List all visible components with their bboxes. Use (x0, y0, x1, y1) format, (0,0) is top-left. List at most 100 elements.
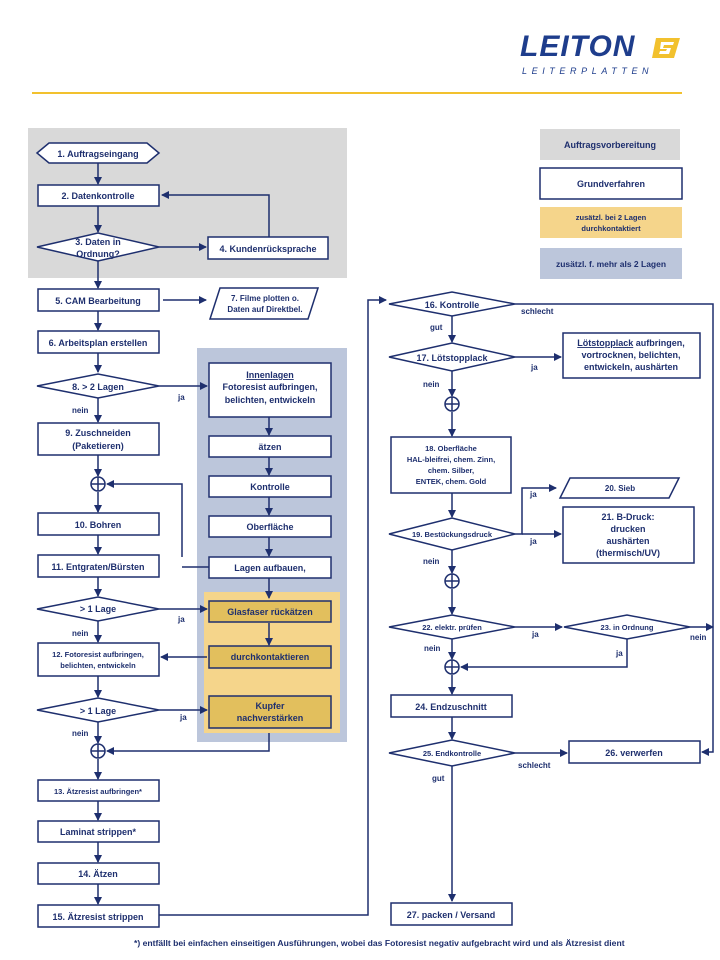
step-5-label: 5. CAM Bearbeitung (55, 296, 141, 306)
through-plating-box (208, 645, 332, 669)
step-laminate-label: Laminat strippen* (60, 827, 137, 837)
solder-mask-title: Lötstopplack (577, 338, 634, 348)
solder-mask-line2: vortrocknen, belichten, (581, 350, 680, 360)
decision-layer-a-label: > 1 Lage (80, 604, 116, 614)
step-20-label: 20. Sieb (605, 484, 635, 493)
label-ja-8: ja (177, 393, 185, 402)
label-ja-22: ja (531, 630, 539, 639)
copper-plating-line2: nachverstärken (237, 713, 304, 723)
merge-node-right-2 (444, 573, 460, 589)
label-nein-19: nein (423, 557, 440, 566)
legend-order-prep-label: Auftragsvorbereitung (564, 140, 656, 150)
step-16-label: 16. Kontrolle (425, 300, 480, 310)
label-nein-17: nein (423, 380, 440, 389)
step-12-label-line2: belichten, entwickeln (60, 661, 136, 670)
step-13-label: 13. Ätzresist aufbringen* (54, 787, 142, 796)
merge-node-right-1 (444, 396, 460, 412)
label-ja-layer-a: ja (177, 615, 185, 624)
label-ja-23: ja (615, 649, 623, 658)
label-schlecht-25: schlecht (518, 761, 551, 770)
legend-extra-2-layers (540, 207, 682, 238)
label-ja-layer-b: ja (179, 713, 187, 722)
step-20-screen (558, 477, 681, 499)
step-12-photoresist (37, 642, 160, 677)
inner-build-label: Lagen aufbauen, (234, 563, 306, 573)
legend-extra-2-layers-line1: zusätzl. bei 2 Lagen (576, 213, 647, 222)
step-8-label: 8. > 2 Lagen (72, 382, 124, 392)
inner-etch-box (208, 435, 332, 458)
label-nein-layer-b: nein (72, 729, 89, 738)
label-nein-22: nein (424, 644, 441, 653)
logo-tagline: LEITERPLATTEN (522, 66, 654, 76)
step-26-discard (568, 740, 701, 764)
legend-order-prep (540, 129, 680, 160)
step-6-label: 6. Arbeitsplan erstellen (49, 338, 148, 348)
legend-basic-process-label: Grundverfahren (577, 179, 645, 189)
step-27-label: 27. packen / Versand (407, 910, 496, 920)
merge-node-left-2 (90, 743, 106, 759)
step-9-cutting (37, 422, 160, 456)
step-11-label: 11. Entgraten/Bürsten (51, 562, 144, 572)
step-18-line3: chem. Silber, (428, 466, 474, 475)
merge-node-right-3 (444, 659, 460, 675)
label-nein-layer-a: nein (72, 629, 89, 638)
step-4-label: 4. Kundenrücksprache (219, 244, 316, 254)
step-23-label: 23. in Ordnung (601, 623, 654, 632)
step-27-pack-ship (390, 902, 513, 926)
step-14-label: 14. Ätzen (78, 869, 118, 879)
label-gut-16: gut (430, 323, 443, 332)
step-19-label: 19. Bestückungsdruck (412, 530, 493, 539)
inner-check-label: Kontrolle (250, 482, 290, 492)
legend-extra-2-layers-line2: durchkontaktiert (581, 224, 641, 233)
step-17-label: 17. Lötstopplack (416, 353, 488, 363)
through-plating-label: durchkontaktieren (231, 652, 310, 662)
inner-layers-box (208, 362, 332, 418)
label-nein-8: nein (72, 406, 89, 415)
solder-mask-line1: Lötstopplack aufbringen, (577, 338, 685, 348)
inner-etch-label: ätzen (258, 442, 281, 452)
label-ja-19-upper: ja (529, 490, 537, 499)
step-18-line4: ENTEK, chem. Gold (416, 477, 487, 486)
step-2-label: 2. Datenkontrolle (61, 191, 134, 201)
copper-plating-box (208, 695, 332, 729)
left-connectors (94, 163, 387, 916)
solder-mask-line1-rest: aufbringen, (633, 338, 685, 348)
step-7-label-line2: Daten auf Direktbel. (227, 305, 302, 314)
step-21-line1: 21. B-Druck: (601, 512, 654, 522)
logo-name: LEITON (520, 30, 636, 63)
logo-mark-icon (652, 38, 680, 58)
glass-etchback-label: Glasfaser rückätzen (227, 607, 313, 617)
step-12-label-line1: 12. Fotoresist aufbringen, (52, 650, 144, 659)
step-1-order-intake (35, 142, 161, 164)
step-3-label-line1: 3. Daten in (75, 237, 121, 247)
step-25-label: 25. Endkontrolle (423, 749, 481, 758)
step-21-line3: aushärten (606, 536, 649, 546)
inner-check-box (208, 475, 332, 498)
step-9-label-line2: (Paketieren) (72, 441, 124, 451)
inner-layers-line2: belichten, entwickeln (225, 395, 316, 405)
footnote: *) entfällt bei einfachen einseitigen Au… (134, 938, 625, 948)
step-26-label: 26. verwerfen (605, 748, 663, 758)
inner-layers-title: Innenlagen (246, 370, 294, 380)
legend-basic-process (539, 167, 683, 200)
legend-extra-more-layers (540, 248, 682, 279)
inner-surface-box (208, 515, 332, 538)
step-15-label: 15. Ätzresist strippen (52, 912, 143, 922)
copper-plating-line1: Kupfer (256, 701, 285, 711)
step-21-line4: (thermisch/UV) (596, 548, 660, 558)
solder-mask-process-box (562, 332, 701, 379)
step-15-etch-resist-strip (37, 904, 160, 928)
step-22-label: 22. elektr. prüfen (422, 623, 482, 632)
label-schlecht-16: schlecht (521, 307, 554, 316)
step-24-label: 24. Endzuschnitt (415, 702, 487, 712)
legend-extra-more-layers-label: zusätzl. f. mehr als 2 Lagen (556, 259, 666, 269)
label-nein-23: nein (690, 633, 707, 642)
step-7-film-plot (208, 287, 320, 320)
header-divider (32, 92, 682, 94)
glass-etchback-box (208, 600, 332, 623)
step-3-label-line2: Ordnung? (76, 249, 120, 259)
step-4-customer-consultation (207, 236, 329, 260)
decision-layer-b-label: > 1 Lage (80, 706, 116, 716)
step-7-label-line1: 7. Filme plotten o. (231, 294, 299, 303)
